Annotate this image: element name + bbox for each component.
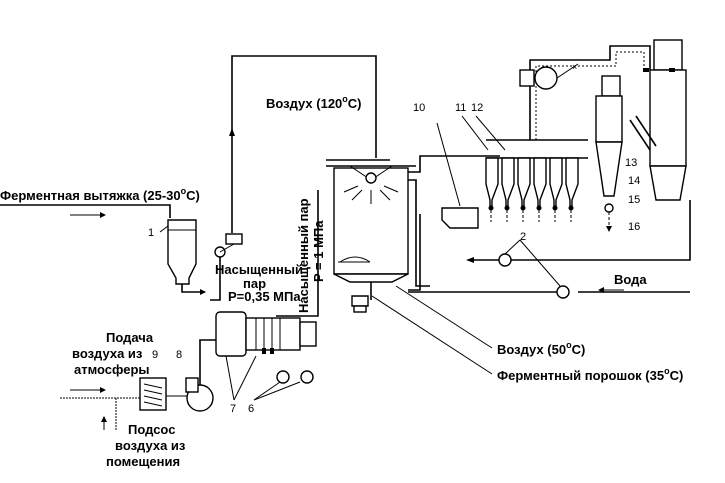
num-15: 15 <box>628 194 640 206</box>
filter-10 <box>436 122 479 229</box>
label-sat-steam-1: Насыщенный <box>215 262 303 277</box>
num-11: 11 <box>455 102 466 114</box>
label-air-supply-3: атмосферы <box>74 362 150 377</box>
air-filter-9 <box>139 377 187 411</box>
spray-dryer-chamber <box>326 159 416 313</box>
pipe-dryer-right <box>408 179 430 287</box>
label-air-supply-1: Подача <box>106 330 154 345</box>
label-air-suction-1: Подсос <box>128 422 175 437</box>
x-mark-icon: × <box>572 62 577 72</box>
num-1: 1 <box>148 227 154 239</box>
label-enzyme-powder: Ферментный порошок (35oC) <box>497 366 683 383</box>
air-intake-line <box>60 387 140 430</box>
label-air-suction-3: помещения <box>106 454 180 469</box>
num-16: 16 <box>628 221 640 233</box>
pump-small <box>210 233 243 301</box>
pipe-collector-to-pump <box>181 284 205 293</box>
water-lines <box>408 200 691 299</box>
label-air-120: Воздух (120oC) <box>266 94 362 111</box>
num-6: 6 <box>248 403 254 415</box>
num-9: 9 <box>152 349 158 361</box>
num-10: 10 <box>413 102 425 114</box>
label-air-supply-2: воздуха из <box>72 346 143 361</box>
num-12: 12 <box>471 102 483 114</box>
num-8: 8 <box>176 349 182 361</box>
cyclone-battery <box>461 115 588 222</box>
cyclone-15 <box>595 75 623 232</box>
collector-1 <box>159 219 197 285</box>
label-sat-steam-3: P=0,35 МПа <box>228 289 301 304</box>
num-14: 14 <box>628 175 640 187</box>
label-ferment-extract: Ферментная вытяжка (25-30oC) <box>0 186 200 203</box>
steam-vertical-line <box>276 190 319 317</box>
label-water: Вода <box>614 272 647 287</box>
tower-14 <box>629 39 687 201</box>
top-air-duct: × <box>519 45 651 140</box>
ferment-extract-line <box>0 204 171 218</box>
label-air-suction-2: воздуха из <box>115 438 186 453</box>
outlet-leaders <box>371 285 493 375</box>
label-sat-steam-vertical-1: Насыщенный пар <box>296 198 311 313</box>
calorifer <box>215 311 317 401</box>
fan-8 <box>185 339 216 412</box>
num-13: 13 <box>625 157 637 169</box>
num-2: 2 <box>520 231 526 243</box>
label-air-50: Воздух (50oC) <box>497 340 585 357</box>
pipe-to-cyclones <box>408 155 500 173</box>
num-7: 7 <box>230 403 236 415</box>
label-sat-steam-2: пар <box>243 276 266 291</box>
